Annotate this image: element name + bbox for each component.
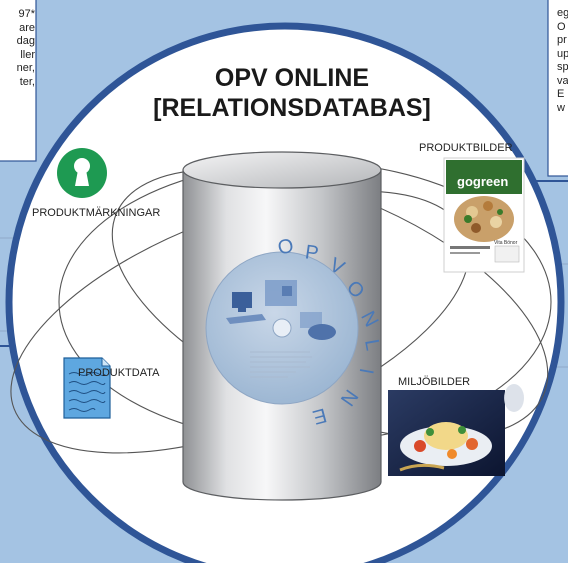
right-fragment-line: sp (557, 61, 568, 73)
right-text-fragment: eg O pr up sp va E w (557, 7, 568, 115)
left-fragment-line: are (19, 21, 35, 34)
disc-letter-e: E (310, 403, 329, 428)
right-fragment-line: up (557, 47, 568, 60)
cd-disc (205, 251, 359, 405)
label-miljobilder: MILJÖBILDER (398, 376, 471, 388)
disc-letter-o1: O (276, 235, 296, 260)
right-fragment-line: pr (557, 34, 567, 46)
left-fragment-line: dag (16, 35, 35, 47)
right-fragment-line: w (557, 101, 565, 114)
left-text-panel (0, 0, 37, 162)
label-produktbilder: PRODUKTBILDER (419, 142, 513, 154)
package-subtitle: Vita Bönor (494, 240, 518, 246)
diagram-title: OPV ONLINE (214, 64, 370, 92)
keyhole-icon (57, 148, 107, 198)
left-fragment-line: ter, (19, 75, 35, 88)
package-brand-text: gogreen (457, 174, 508, 189)
right-fragment-line: O (557, 20, 566, 33)
left-fragment-line: 97* (18, 8, 35, 20)
right-fragment-line: eg (557, 7, 568, 19)
document-icon (63, 357, 111, 419)
right-text-panel (547, 0, 568, 177)
right-fragment-line: E (557, 88, 565, 100)
right-fragment-line: va (557, 74, 568, 87)
label-produktdata: PRODUKTDATA (78, 367, 160, 379)
diagram-subtitle: [RELATIONSDATABAS] (153, 94, 431, 122)
left-fragment-line: ner, (16, 62, 35, 74)
disc-letter-l: L (360, 338, 384, 353)
product-package-image: gogreen (443, 157, 525, 273)
left-text-fragment: 97* are dag ller ner, ter, (17, 8, 35, 89)
disc-letter-p: P (304, 241, 320, 265)
left-fragment-line: ller (20, 48, 35, 61)
food-photo-image (388, 384, 524, 476)
label-produktmarkningar: PRODUKTMÄRKNINGAR (32, 207, 161, 219)
disc-letter-i: I (355, 366, 378, 375)
